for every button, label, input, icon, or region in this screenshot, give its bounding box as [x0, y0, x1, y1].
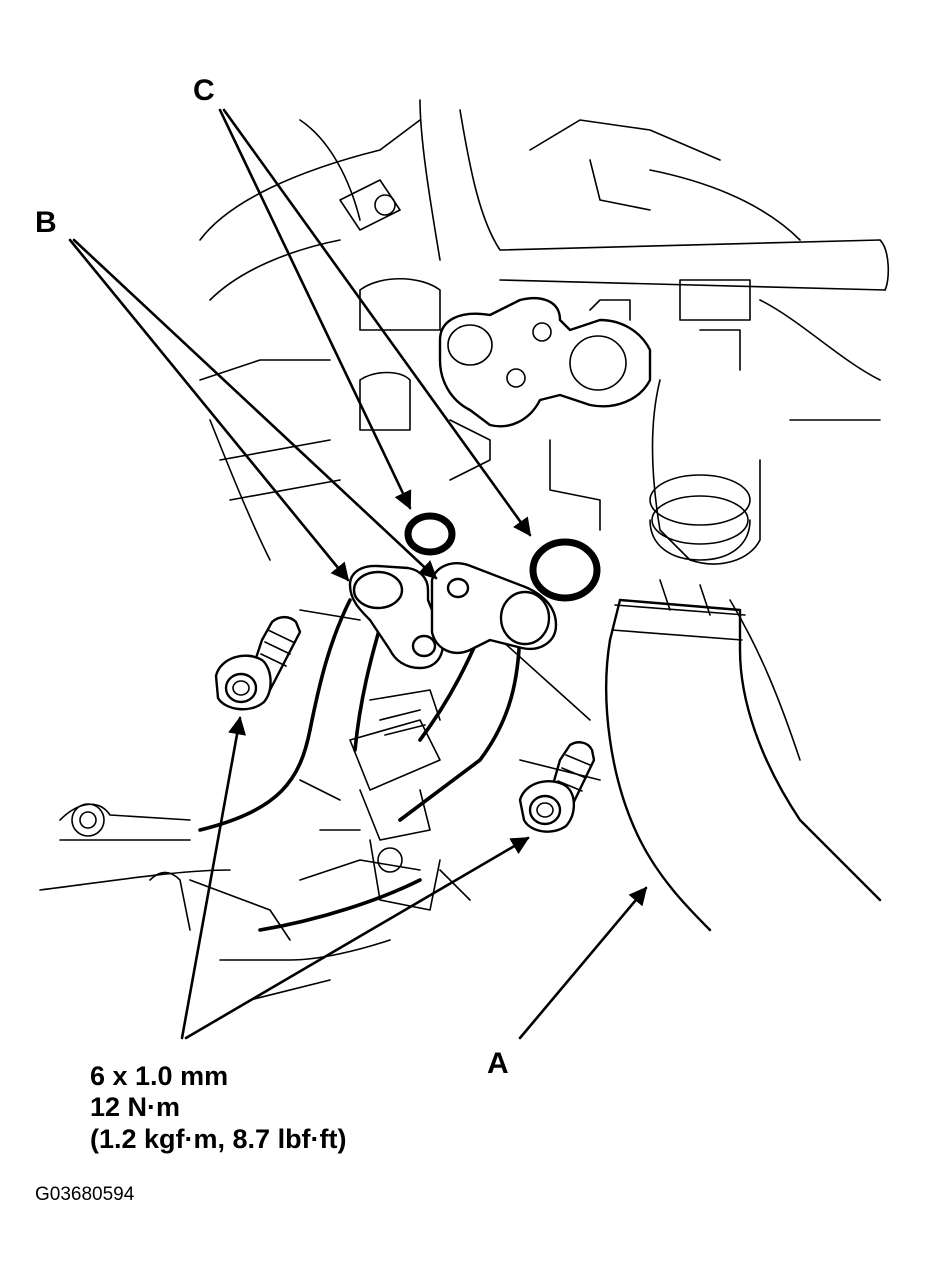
leader-b-2 [72, 238, 438, 580]
bolt-torque-nm: 12 N·m [90, 1092, 180, 1122]
o-rings [404, 512, 601, 602]
bolt-right [518, 741, 596, 833]
callout-b: B [35, 206, 57, 239]
callout-c: C [193, 74, 215, 107]
leader-b-1 [68, 238, 350, 582]
leader-c-2 [222, 108, 532, 537]
leader-bolt-2 [184, 836, 530, 1040]
bolt-torque-alt: (1.2 kgf·m, 8.7 lbf·ft) [90, 1124, 347, 1154]
figure-id: G03680594 [35, 1184, 135, 1205]
bolt-left [214, 615, 302, 711]
leader-c-1 [218, 108, 412, 510]
o-ring-large [529, 538, 601, 602]
leader-a [518, 886, 648, 1040]
leader-lines [68, 108, 648, 1040]
pipe-assembly [198, 562, 558, 932]
callout-a: A [487, 1047, 509, 1080]
leader-bolt-1 [180, 716, 247, 1040]
engine-background [39, 99, 890, 1001]
o-ring-small [404, 512, 456, 556]
bolt-size: 6 x 1.0 mm [90, 1061, 228, 1091]
